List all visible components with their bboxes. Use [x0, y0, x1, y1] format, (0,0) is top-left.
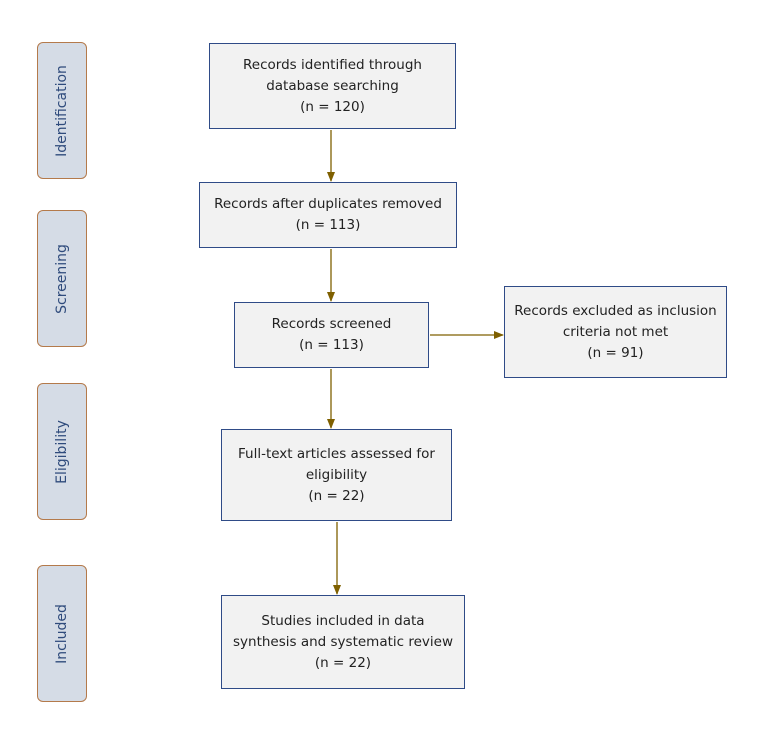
box-records-excluded: Records excluded as inclusion criteria n…	[504, 286, 727, 378]
stage-included: Included	[37, 565, 87, 702]
box-records-excluded-count: (n = 91)	[587, 344, 644, 361]
box-full-text-assessed: Full-text articles assessed for eligibil…	[221, 429, 452, 521]
box-records-identified-line-2: database searching	[266, 77, 399, 94]
box-records-identified-count: (n = 120)	[300, 98, 365, 115]
stage-label-included: Included	[54, 603, 70, 664]
box-records-screened-line-1: Records screened	[271, 316, 392, 332]
box-records-excluded-line-1: Records excluded as inclusion	[514, 302, 717, 319]
box-records-screened-count: (n = 113)	[299, 337, 364, 353]
box-studies-included-line-2: synthesis and systematic review	[232, 633, 453, 650]
box-full-text-assessed-line-1: Full-text articles assessed for	[237, 445, 435, 462]
box-studies-included-line-1: Studies included in data	[261, 612, 425, 629]
stage-screening: Screening	[37, 210, 87, 347]
box-records-excluded-line-2: criteria not met	[562, 323, 669, 340]
stage-label-screening: Screening	[54, 243, 70, 314]
stage-label-eligibility: Eligibility	[54, 419, 70, 484]
box-records-after-duplicates-count: (n = 113)	[295, 217, 361, 233]
box-full-text-assessed-count: (n = 22)	[308, 487, 365, 504]
box-studies-included: Studies included in data synthesis and s…	[221, 595, 465, 689]
box-records-screened: Records screened (n = 113)	[234, 302, 429, 368]
stage-eligibility: Eligibility	[37, 383, 87, 520]
box-records-after-duplicates: Records after duplicates removed (n = 11…	[199, 182, 457, 248]
box-records-identified-line-1: Records identified through	[243, 56, 422, 73]
box-records-after-duplicates-line-1: Records after duplicates removed	[214, 196, 442, 212]
stage-label-identification: Identification	[54, 64, 70, 157]
stage-identification: Identification	[37, 42, 87, 179]
box-full-text-assessed-line-2: eligibility	[305, 466, 368, 483]
box-studies-included-count: (n = 22)	[314, 654, 372, 671]
box-records-identified: Records identified through database sear…	[209, 43, 456, 129]
